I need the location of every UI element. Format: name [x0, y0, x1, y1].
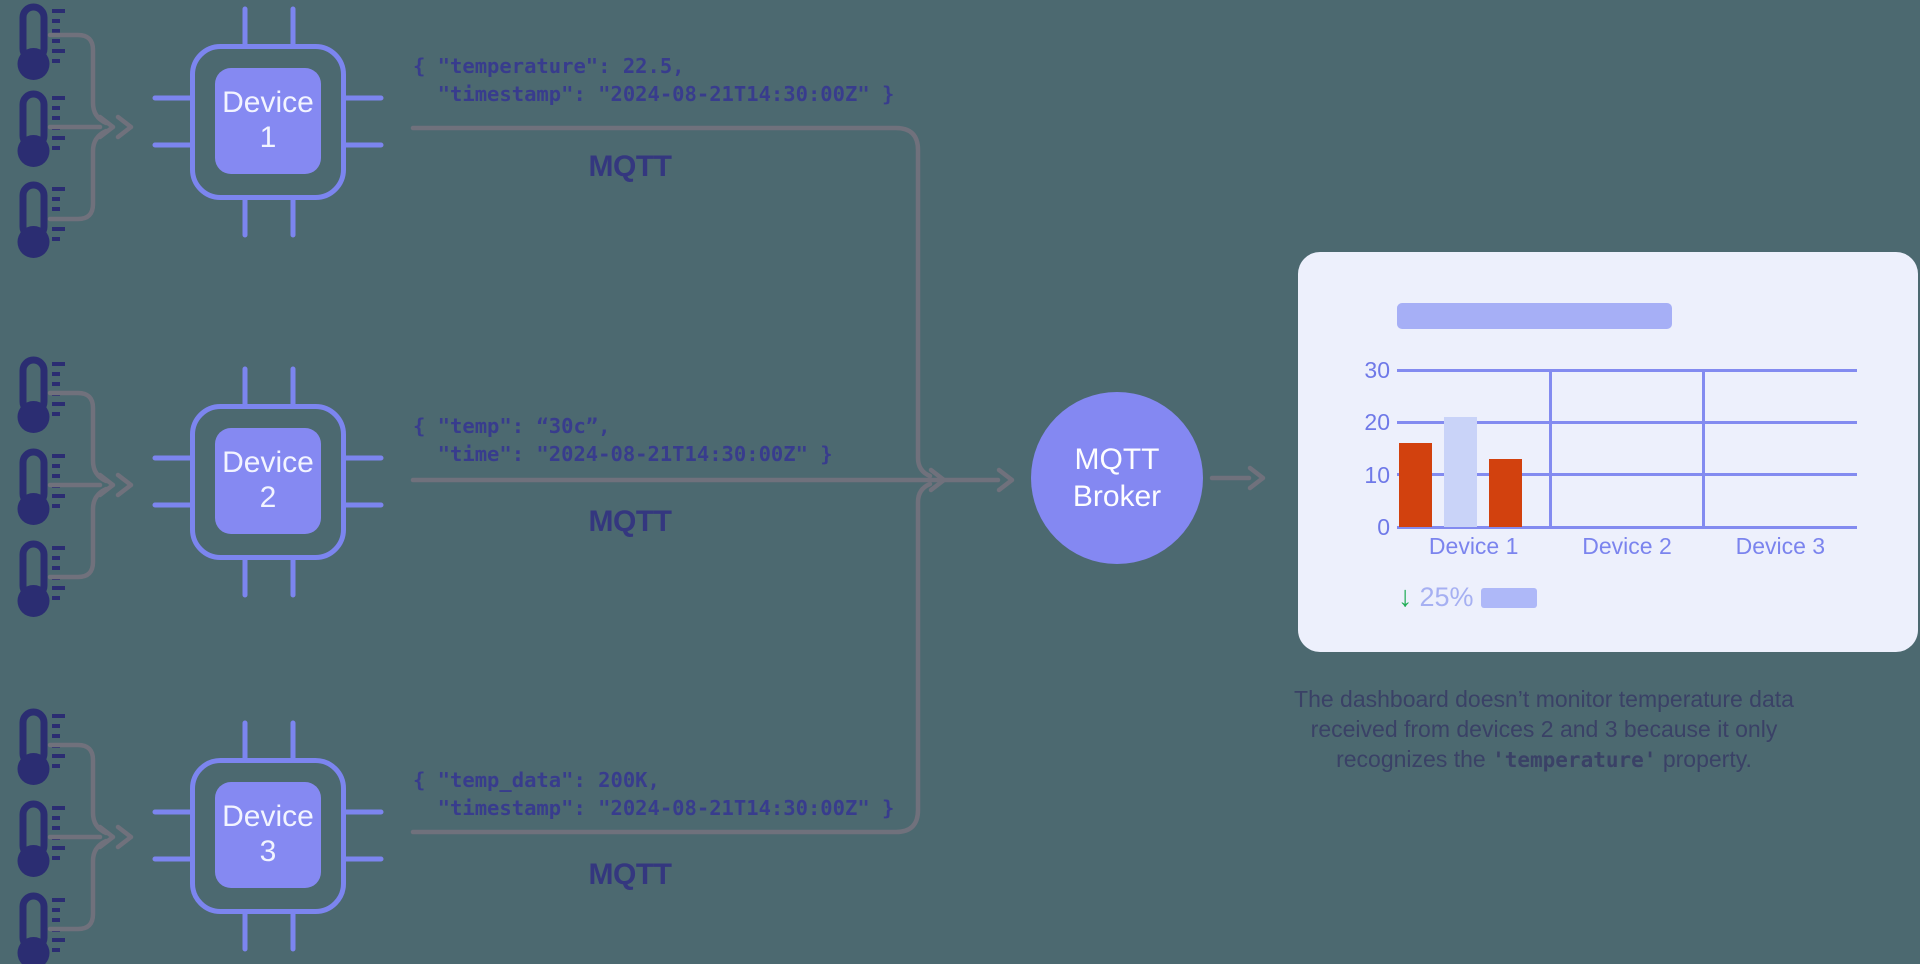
- gridline-x: [1702, 370, 1706, 527]
- thermometer-icon: [18, 360, 66, 433]
- broker-to-dashboard-arrow: [1209, 465, 1266, 491]
- device-1-chip-label: Device 1: [215, 68, 321, 174]
- device-label-line2: 3: [259, 835, 277, 868]
- gridline-y-0: [1397, 525, 1857, 529]
- sensor-flow-bracket-device-2: [47, 390, 134, 580]
- caption-code: 'temperature': [1492, 748, 1657, 772]
- mqtt-broker-node: MQTT Broker: [1031, 392, 1203, 564]
- bar-device-1-reading-2: [1444, 417, 1477, 527]
- thermometer-icon: [18, 94, 66, 167]
- x-tick-label: Device 1: [1428, 533, 1519, 559]
- arrow-right-icon: [1247, 465, 1266, 491]
- merge-chevron-icon: [97, 472, 116, 498]
- y-tick-label: 0: [1377, 514, 1390, 540]
- thermometer-icon: [18, 452, 66, 525]
- y-tick-label: 20: [1364, 409, 1390, 436]
- chip-icon-device-2: [152, 366, 384, 598]
- arrow-right-icon: [115, 824, 134, 850]
- device-3-chip-label: Device 3: [215, 782, 321, 888]
- gridline-y-30: [1397, 368, 1857, 372]
- sensor-flow-bracket-device-3: [47, 742, 134, 932]
- caption-text: The dashboard doesn’t monitor temperatur…: [1294, 686, 1794, 772]
- device-2-chip-label: Device 2: [215, 428, 321, 534]
- gridline-x: [1548, 370, 1552, 527]
- device-label-line1: Device: [222, 800, 314, 834]
- bar-device-1-reading-3: [1489, 458, 1522, 527]
- dashboard-caption: The dashboard doesn’t monitor temperatur…: [1288, 684, 1800, 775]
- device-label-line1: Device: [222, 446, 314, 480]
- mqtt-connector-line-device-3: [410, 481, 933, 835]
- bar-chart-plot-area: [1397, 368, 1857, 529]
- dashboard-card: 0 10 20 30 Device 1 Device 2 Device 3 ↓ 25%: [1298, 252, 1918, 652]
- device-2-payload: { "temp": “30c”, "time": "2024-08-21T14:…: [413, 414, 833, 466]
- thermometer-icon: [18, 804, 66, 877]
- y-tick-label: 10: [1364, 461, 1390, 488]
- gridline-y-20: [1397, 420, 1857, 424]
- device-label-line1: Device: [222, 86, 314, 120]
- thermometer-icon: [18, 544, 66, 617]
- x-tick-label: Device 3: [1735, 533, 1826, 559]
- x-axis: Device 1 Device 2 Device 3: [1397, 533, 1857, 561]
- protocol-label-device-1: MQTT: [588, 150, 672, 183]
- broker-label-line1: MQTT: [1074, 442, 1160, 476]
- y-tick-label: 30: [1364, 357, 1390, 383]
- x-tick-label: Device 2: [1582, 533, 1672, 559]
- caption-text: property.: [1656, 746, 1752, 772]
- sensor-flow-bracket-device-1: [47, 32, 134, 222]
- device-1-payload: { "temperature": 22.5, "timestamp": "202…: [413, 54, 895, 106]
- gridline-y-10: [1397, 473, 1857, 477]
- thermometer-icon: [18, 185, 66, 258]
- merge-chevron-icon: [928, 467, 947, 493]
- arrow-right-icon: [996, 467, 1015, 493]
- trend-legend: ↓ 25%: [1398, 582, 1537, 613]
- broker-label-line2: Broker: [1072, 480, 1162, 513]
- chip-icon-device-3: [152, 720, 384, 952]
- merge-chevron-icon: [97, 114, 116, 140]
- thermometer-icon: [18, 712, 66, 785]
- mqtt-connector-line-device-1: [410, 125, 933, 479]
- arrow-down-icon: ↓: [1398, 581, 1413, 613]
- chip-icon-device-1: [152, 6, 384, 238]
- merge-chevron-icon: [97, 824, 116, 850]
- device-label-line2: 1: [259, 121, 277, 154]
- arrow-right-icon: [115, 114, 134, 140]
- protocol-label-device-2: MQTT: [588, 505, 672, 538]
- device-label-line2: 2: [259, 481, 277, 514]
- bar-device-1-reading-1: [1399, 443, 1432, 527]
- protocol-label-device-3: MQTT: [588, 858, 672, 891]
- chart-title-placeholder: [1397, 303, 1672, 329]
- trend-value: 25%: [1419, 582, 1474, 612]
- legend-series-placeholder: [1480, 587, 1537, 608]
- thermometer-icon: [18, 7, 66, 80]
- arrow-right-icon: [115, 472, 134, 498]
- device-3-payload: { "temp_data": 200K, "timestamp": "2024-…: [413, 768, 895, 820]
